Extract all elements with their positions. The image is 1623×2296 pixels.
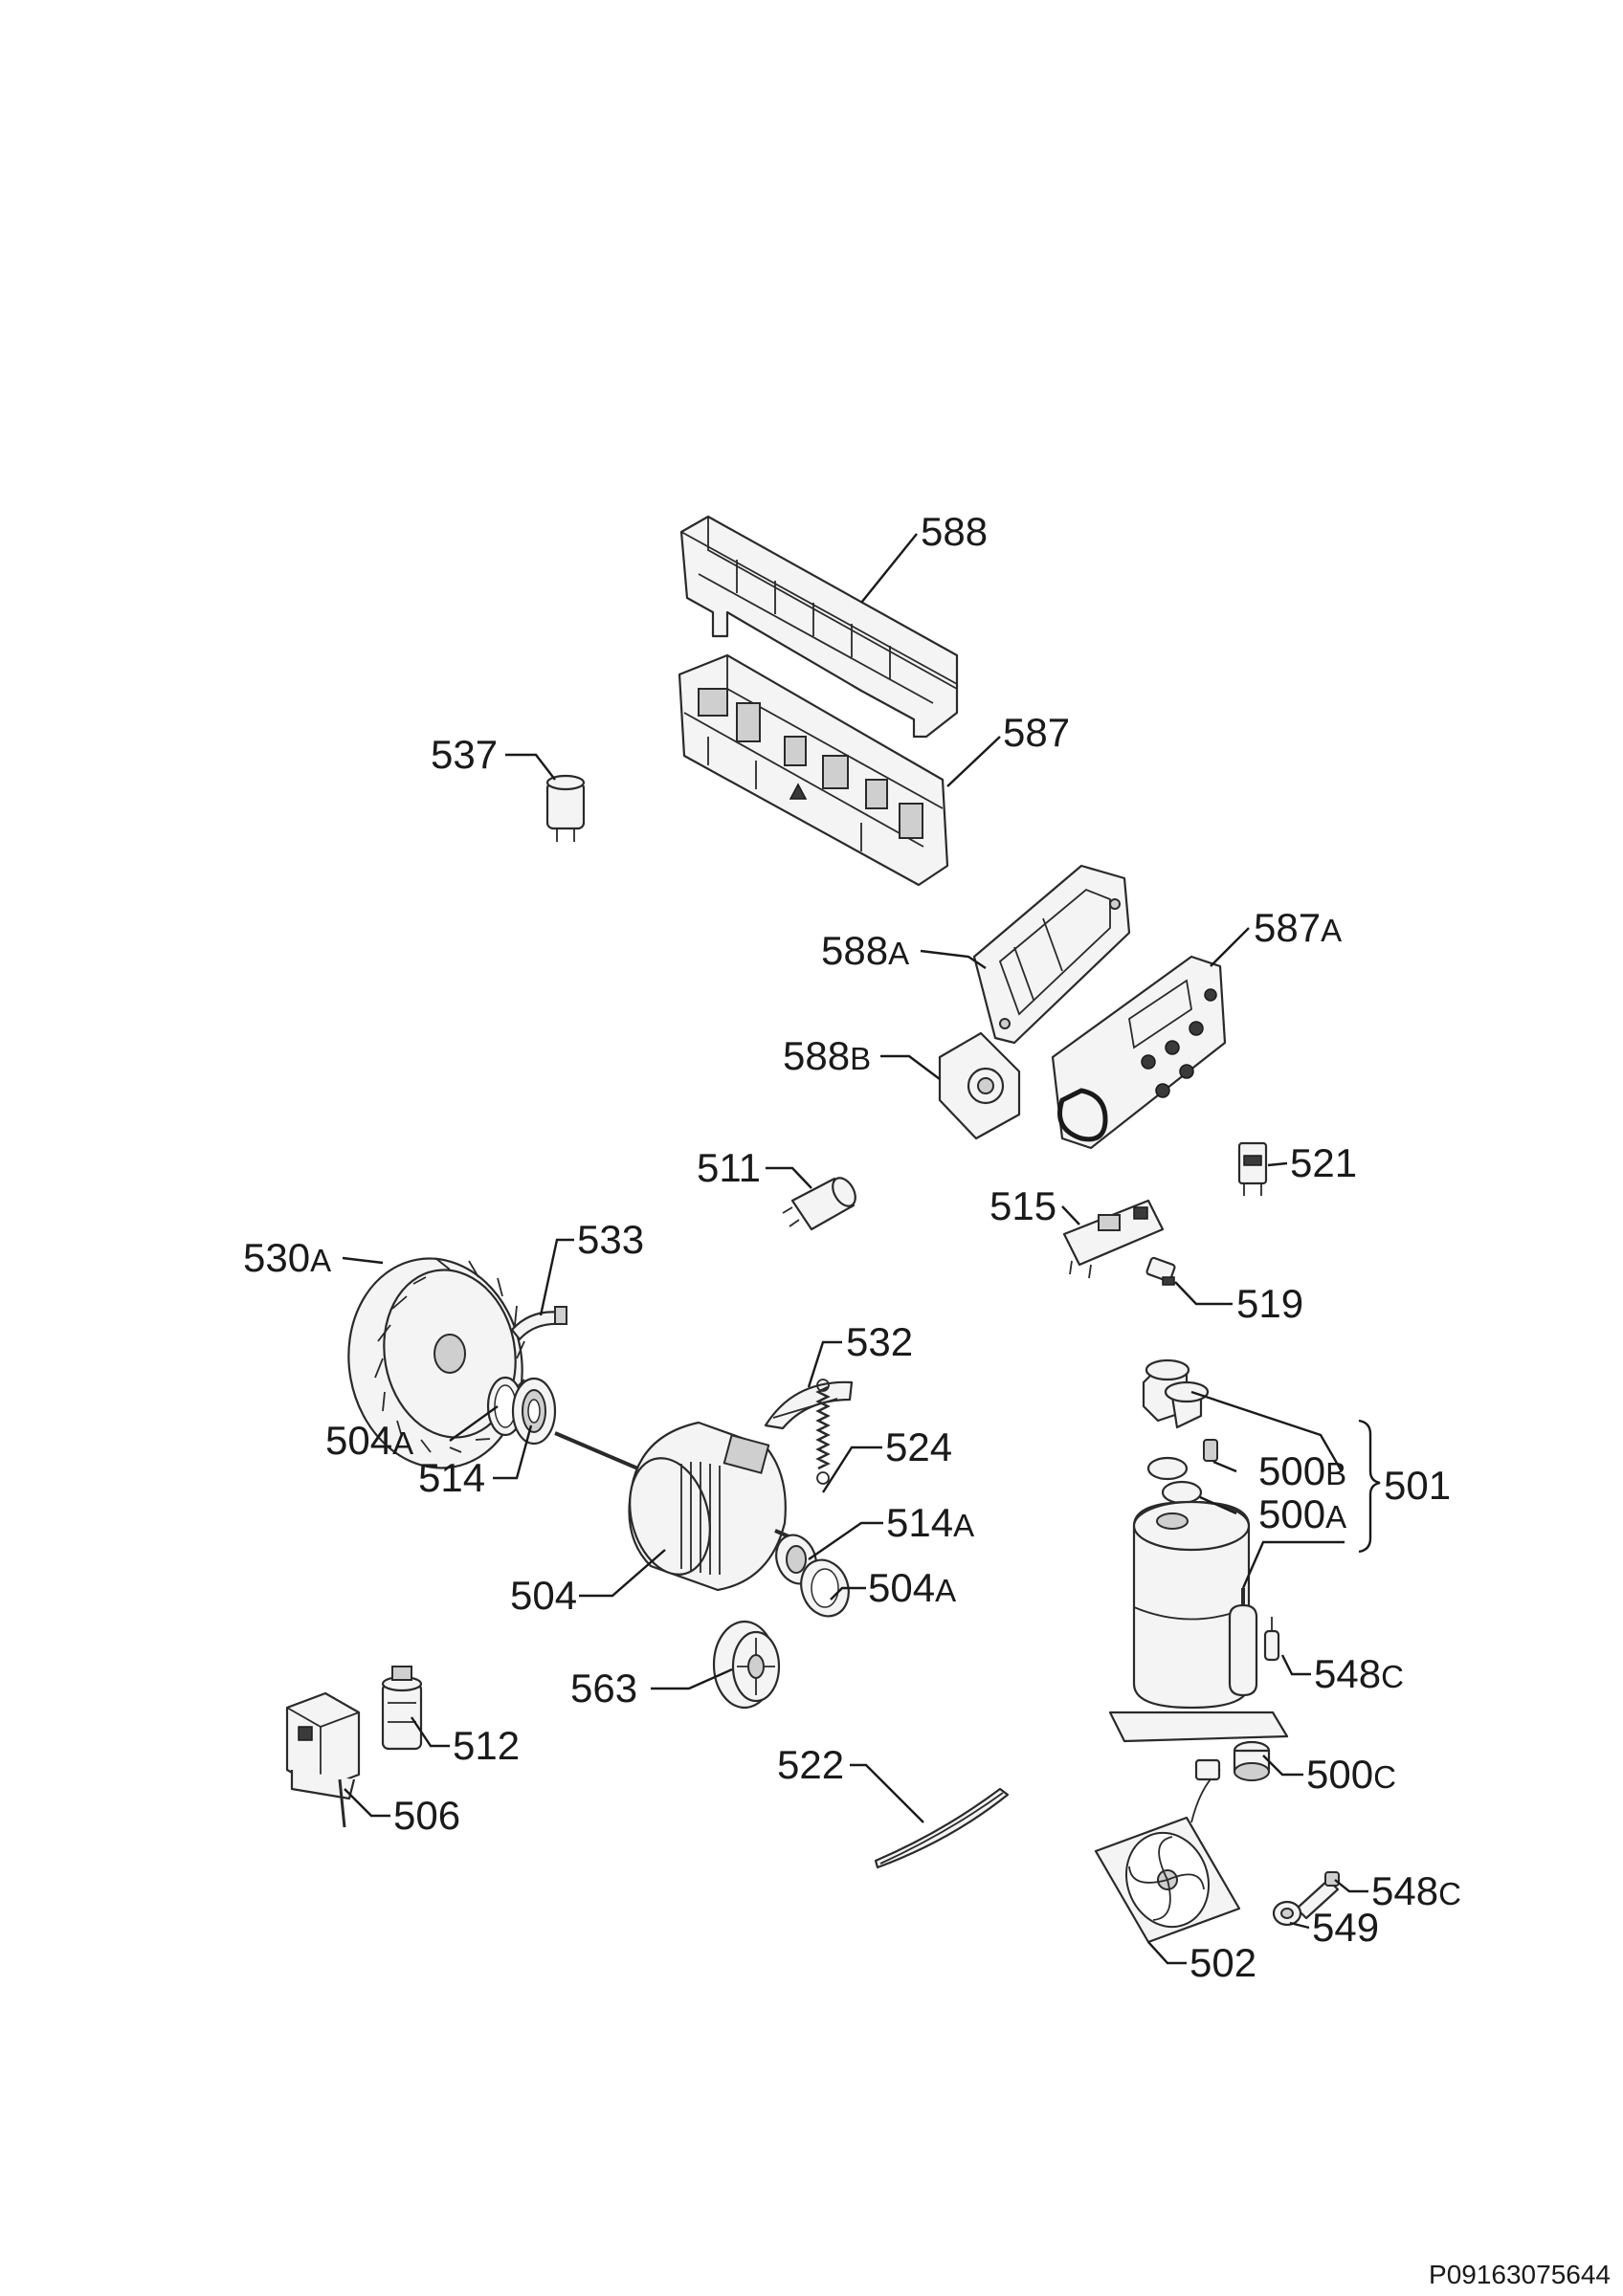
part-588B-selector [938, 1031, 1021, 1140]
callout-504A-right: 504A [868, 1565, 956, 1610]
callout-500A: 500A [1258, 1491, 1346, 1536]
leader-lines [342, 533, 1381, 1965]
part-588-top-cover [679, 515, 959, 739]
callout-588A: 588A [821, 928, 909, 973]
callout-549: 549 [1312, 1905, 1379, 1950]
callout-504: 504 [510, 1573, 577, 1618]
part-524-spring [815, 1379, 831, 1485]
part-504A-ring-right [800, 1558, 850, 1618]
part-548C-upper [1263, 1617, 1280, 1662]
part-515-switch [1062, 1199, 1165, 1279]
part-532-cover [764, 1380, 854, 1430]
callout-labels: 588 587 537 588A 587A 588B 511 521 515 5… [243, 509, 1461, 1985]
callout-537: 537 [431, 732, 498, 777]
part-549-nut [1272, 1900, 1302, 1927]
callout-521: 521 [1290, 1140, 1357, 1185]
callout-519: 519 [1236, 1281, 1303, 1326]
part-500B-fitting [1142, 1358, 1218, 1462]
callout-522: 522 [777, 1742, 844, 1787]
callout-500C: 500C [1306, 1752, 1396, 1797]
callout-514A: 514A [886, 1500, 974, 1545]
part-512-filter [381, 1666, 423, 1751]
callout-501: 501 [1384, 1463, 1451, 1508]
callout-548C-lower: 548C [1371, 1868, 1461, 1913]
callout-588B: 588B [783, 1033, 871, 1078]
part-587A-control-board [1051, 955, 1227, 1150]
part-587-electronic-module [678, 653, 949, 887]
callout-506: 506 [393, 1793, 460, 1838]
part-521-sensor [1237, 1141, 1268, 1196]
part-506-pump [285, 1691, 361, 1828]
callout-563: 563 [570, 1666, 637, 1711]
callout-504A-left: 504A [325, 1418, 413, 1463]
callout-588: 588 [921, 509, 988, 554]
part-530A-blower-wheel [347, 1257, 525, 1469]
part-519-connector [1145, 1256, 1176, 1286]
part-500A-gaskets [1146, 1456, 1203, 1505]
part-522-strip [874, 1787, 1010, 1869]
callout-530A: 530A [243, 1235, 331, 1280]
callout-502: 502 [1189, 1940, 1256, 1985]
callout-533: 533 [577, 1217, 644, 1262]
callout-587A: 587A [1254, 905, 1342, 950]
part-563-pulley [712, 1620, 781, 1710]
callout-515: 515 [989, 1183, 1056, 1228]
part-537-cylinder [545, 774, 586, 842]
part-compressor [1108, 1500, 1289, 1743]
callout-500B: 500B [1258, 1448, 1346, 1493]
callout-511: 511 [697, 1145, 761, 1190]
part-502-fan [1094, 1758, 1241, 1944]
callout-532: 532 [846, 1319, 913, 1364]
callout-512: 512 [453, 1723, 520, 1768]
part-500C-grommet [1233, 1740, 1271, 1781]
callout-548C-upper: 548C [1314, 1651, 1404, 1696]
part-588A-frame [972, 864, 1131, 1045]
document-code: P09163075644 [1429, 2260, 1611, 2289]
part-548C-lower [1295, 1871, 1340, 1920]
part-504-motor [554, 1421, 810, 1592]
callout-524: 524 [885, 1424, 952, 1469]
part-533-clamp [510, 1306, 567, 1341]
part-511-capacitor [782, 1177, 856, 1231]
callout-587: 587 [1003, 710, 1070, 755]
part-514-bearing-left [511, 1377, 557, 1446]
callout-514: 514 [418, 1455, 485, 1500]
